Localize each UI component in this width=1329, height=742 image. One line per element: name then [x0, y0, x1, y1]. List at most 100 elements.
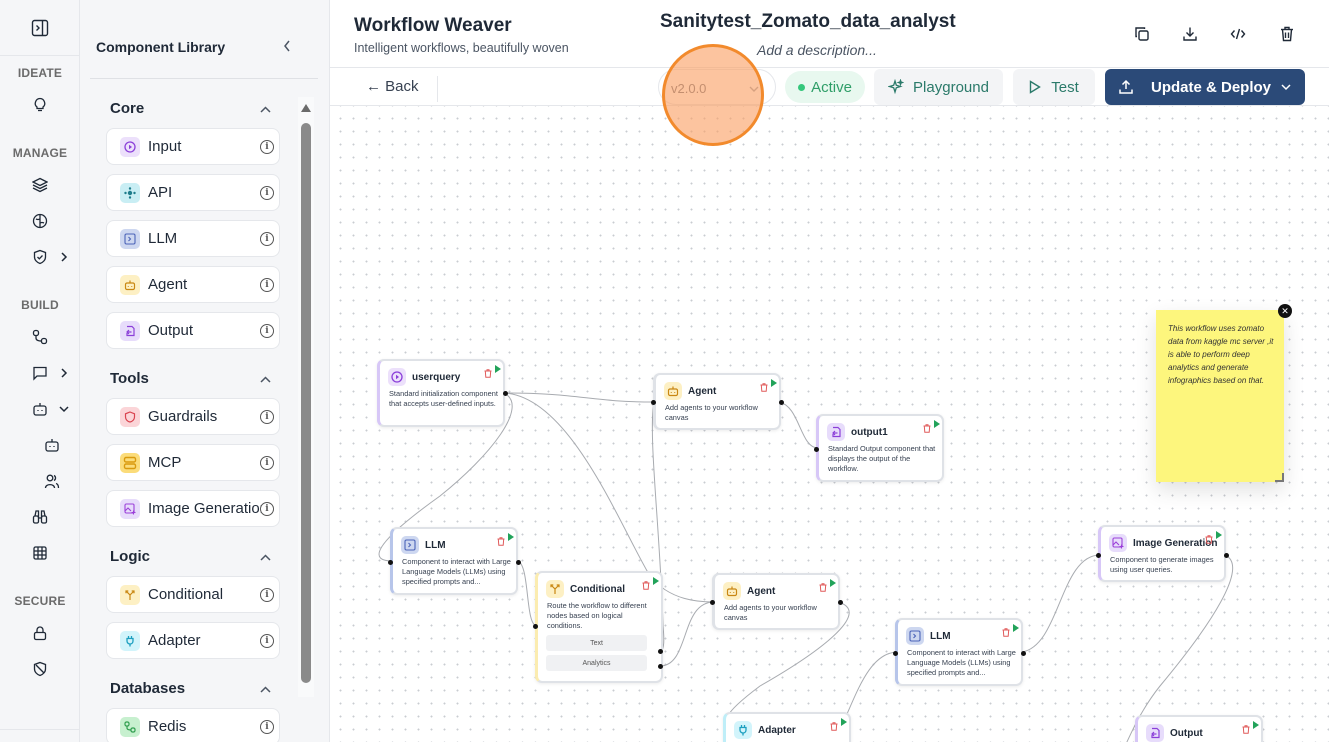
back-button[interactable]: ← Back: [366, 78, 419, 95]
layers-icon[interactable]: [30, 175, 50, 195]
info-icon[interactable]: i: [260, 456, 274, 470]
delete-node-icon[interactable]: [923, 420, 931, 433]
chevron-right-icon[interactable]: [58, 251, 70, 263]
info-icon[interactable]: i: [260, 720, 274, 734]
output-handle[interactable]: [658, 664, 663, 669]
delete-node-icon[interactable]: [1002, 624, 1010, 637]
node-adapter[interactable]: Adapter: [723, 712, 851, 742]
delete-node-icon[interactable]: [819, 579, 827, 592]
bot-icon[interactable]: [42, 435, 62, 455]
info-icon[interactable]: i: [260, 140, 274, 154]
output-handle[interactable]: [1224, 553, 1229, 558]
output-handle[interactable]: [658, 649, 663, 654]
brain-icon[interactable]: [30, 211, 50, 231]
delete-node-icon[interactable]: [1242, 721, 1250, 734]
grid-icon[interactable]: [30, 543, 50, 563]
copy-icon[interactable]: [1133, 25, 1151, 43]
info-icon[interactable]: i: [260, 324, 274, 338]
delete-node-icon[interactable]: [497, 533, 505, 546]
users-icon[interactable]: [42, 471, 62, 491]
panel-toggle-icon[interactable]: [31, 19, 49, 37]
output-handle[interactable]: [1021, 651, 1026, 656]
run-node-icon[interactable]: [508, 533, 514, 541]
delete-node-icon[interactable]: [1205, 531, 1213, 544]
sticky-note-text[interactable]: This workflow uses zomato data from kagg…: [1168, 324, 1274, 385]
delete-node-icon[interactable]: [642, 577, 650, 590]
info-icon[interactable]: i: [260, 634, 274, 648]
workflow-name[interactable]: Sanitytest_Zomato_data_analyst: [660, 11, 956, 32]
workflow-description-input[interactable]: Add a description...: [757, 42, 877, 58]
delete-node-icon[interactable]: [830, 718, 838, 731]
library-group-databases[interactable]: Databases: [110, 680, 186, 697]
output-handle[interactable]: [779, 400, 784, 405]
library-group-logic[interactable]: Logic: [110, 548, 150, 565]
input-handle[interactable]: [710, 600, 715, 605]
resize-handle[interactable]: [1275, 473, 1284, 482]
download-icon[interactable]: [1181, 25, 1199, 43]
run-node-icon[interactable]: [934, 420, 940, 428]
scroll-up-arrow-icon[interactable]: [301, 104, 311, 112]
node-output2[interactable]: Output: [1135, 715, 1263, 742]
input-handle[interactable]: [533, 624, 538, 629]
binoculars-icon[interactable]: [30, 507, 50, 527]
shield-check-icon[interactable]: [30, 247, 50, 267]
chevron-up-icon[interactable]: [258, 372, 272, 386]
playground-button[interactable]: Playground: [874, 69, 1003, 105]
info-icon[interactable]: i: [260, 410, 274, 424]
shield-off-icon[interactable]: [30, 659, 50, 679]
update-deploy-button[interactable]: Update & Deploy: [1105, 69, 1305, 105]
delete-node-icon[interactable]: [760, 379, 768, 392]
input-handle[interactable]: [1096, 553, 1101, 558]
lock-icon[interactable]: [30, 623, 50, 643]
bot-icon[interactable]: [30, 399, 50, 419]
workflow-icon[interactable]: [30, 327, 50, 347]
chevron-up-icon[interactable]: [258, 102, 272, 116]
run-node-icon[interactable]: [771, 379, 777, 387]
chevron-right-icon[interactable]: [58, 367, 70, 379]
info-icon[interactable]: i: [260, 502, 274, 516]
delete-node-icon[interactable]: [484, 365, 492, 378]
info-icon[interactable]: i: [260, 278, 274, 292]
close-icon[interactable]: ✕: [1278, 304, 1292, 318]
version-select[interactable]: v2.0.0: [658, 69, 776, 105]
info-icon[interactable]: i: [260, 588, 274, 602]
output-handle[interactable]: [516, 560, 521, 565]
run-node-icon[interactable]: [830, 579, 836, 587]
collapse-library-icon[interactable]: [280, 38, 294, 54]
run-node-icon[interactable]: [495, 365, 501, 373]
input-handle[interactable]: [814, 447, 819, 452]
input-handle[interactable]: [651, 400, 656, 405]
chevron-down-icon[interactable]: [58, 403, 70, 415]
input-handle[interactable]: [388, 560, 393, 565]
library-group-core[interactable]: Core: [110, 100, 145, 117]
trash-icon[interactable]: [1278, 25, 1296, 43]
chevron-up-icon[interactable]: [258, 682, 272, 696]
output-handle[interactable]: [503, 391, 508, 396]
info-icon[interactable]: i: [260, 186, 274, 200]
scrollbar-thumb[interactable]: [301, 123, 311, 683]
sticky-note[interactable]: This workflow uses zomato data from kagg…: [1156, 304, 1292, 482]
run-node-icon[interactable]: [653, 577, 659, 585]
chevron-up-icon[interactable]: [258, 550, 272, 564]
run-node-icon[interactable]: [1013, 624, 1019, 632]
